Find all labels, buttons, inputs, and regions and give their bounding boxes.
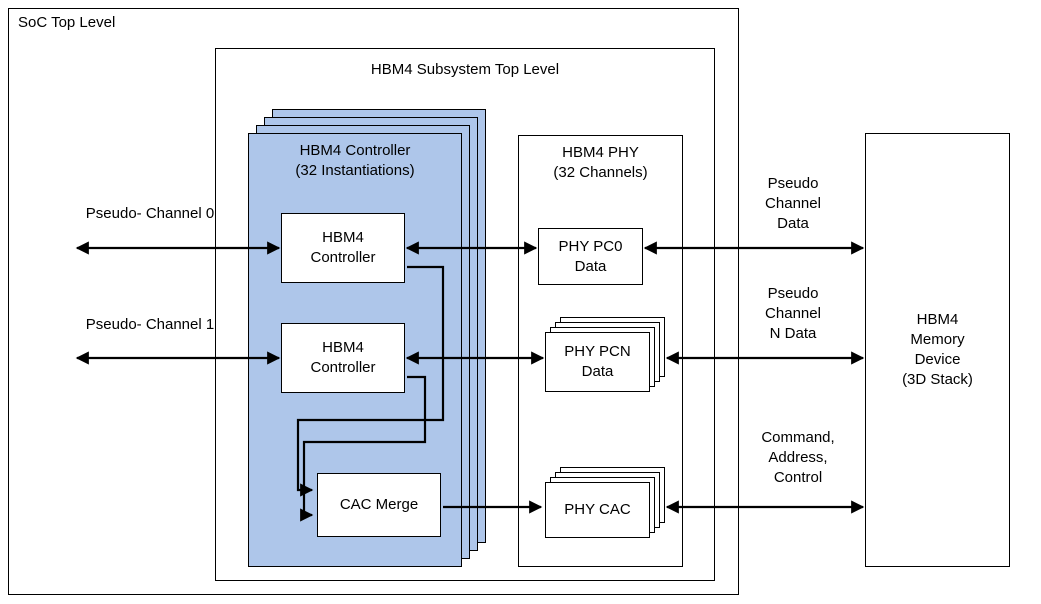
- phy-cac-label: PHY CAC: [564, 501, 631, 518]
- soc-title: SoC Top Level: [18, 14, 116, 31]
- hbm4-controller-box-1: HBM4 Controller: [281, 323, 405, 393]
- hbm4-controller-1-line2: Controller: [310, 359, 376, 376]
- pseudo-channel-data-line2: Channel: [765, 195, 821, 212]
- phy-title: HBM4 PHY (32 Channels): [518, 143, 683, 183]
- phy-pc0-line1: PHY PC0: [558, 237, 623, 255]
- phy-pcn-line2: Data: [581, 363, 614, 380]
- pseudo-channel-0-label: Pseudo- Channel 0: [85, 205, 215, 222]
- pseudo-channel-data-label: Pseudo Channel Data: [733, 174, 853, 234]
- command-address-control-line2: Address,: [768, 449, 828, 466]
- pseudo-channel-n-data-line3: N Data: [769, 325, 817, 342]
- phy-pc0-data-box: PHY PC0 Data: [538, 228, 643, 285]
- subsystem-title: HBM4 Subsystem Top Level: [370, 61, 560, 78]
- controller-stack-title-line1: HBM4 Controller: [299, 142, 411, 159]
- hbm4-controller-0-line2: Controller: [310, 249, 376, 266]
- controller-stack-title-line2: (32 Instantiations): [295, 162, 415, 179]
- command-address-control-line3: Control: [773, 469, 823, 486]
- pseudo-channel-data-line3: Data: [777, 215, 809, 232]
- command-address-control-line1: Command,: [761, 429, 835, 446]
- phy-title-line1: HBM4 PHY: [562, 144, 639, 161]
- memory-line2: Memory: [910, 331, 965, 348]
- phy-title-line2: (32 Channels): [553, 164, 648, 181]
- hbm4-memory-device-box: [865, 133, 1010, 567]
- phy-pcn-data-box: PHY PCN Data: [545, 332, 650, 392]
- phy-pc0-line2: Data: [574, 257, 607, 275]
- memory-line4: (3D Stack): [902, 371, 973, 388]
- pseudo-channel-n-data-label: Pseudo Channel N Data: [733, 284, 853, 344]
- phy-pcn-line1: PHY PCN: [564, 343, 631, 360]
- controller-stack-title: HBM4 Controller (32 Instantiations): [248, 141, 462, 181]
- hbm4-controller-0-line1: HBM4: [322, 229, 364, 246]
- memory-line3: Device: [914, 351, 961, 368]
- pseudo-channel-data-line1: Pseudo: [767, 175, 819, 192]
- hbm4-controller-box-0: HBM4 Controller: [281, 213, 405, 283]
- cac-merge-label: CAC Merge: [339, 496, 419, 513]
- cac-merge-box: CAC Merge: [317, 473, 441, 537]
- pseudo-channel-n-data-line2: Channel: [765, 305, 821, 322]
- pseudo-channel-n-data-line1: Pseudo: [767, 285, 819, 302]
- memory-line1: HBM4: [916, 311, 959, 328]
- hbm4-controller-1-line1: HBM4: [322, 339, 364, 356]
- phy-cac-box: PHY CAC: [545, 482, 650, 538]
- pseudo-channel-1-label: Pseudo- Channel 1: [85, 316, 215, 333]
- memory-device-label: HBM4 Memory Device (3D Stack): [865, 310, 1010, 390]
- command-address-control-label: Command, Address, Control: [733, 428, 863, 488]
